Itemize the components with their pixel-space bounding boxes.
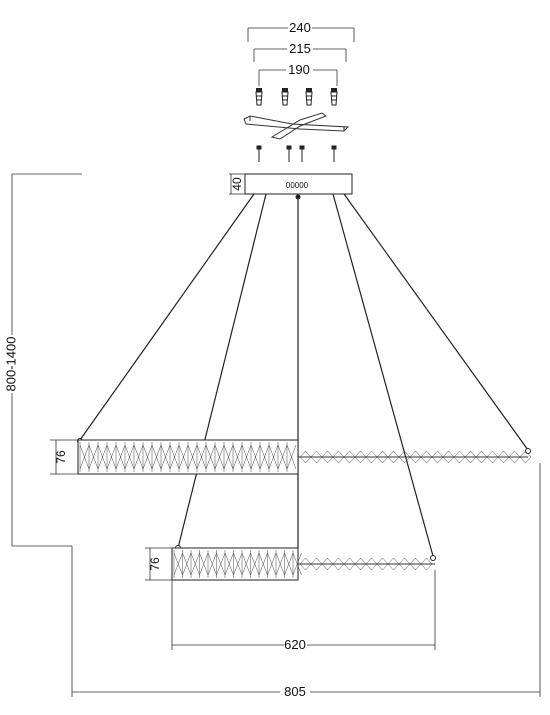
screw-icon [331,145,337,162]
crystal-facet [124,442,135,472]
wall-anchor-icon [305,88,313,106]
edge-crystal [519,450,532,464]
crystal-facet [241,550,251,578]
crystal-facet [286,442,297,472]
crystal-facet [182,550,192,578]
crystal-facet [207,550,217,578]
dimension-190: 190 [258,62,338,86]
upper-ring-crystals [79,442,297,472]
crystal-facet [205,442,216,472]
crystal-facet [178,442,189,472]
crystal-facet [190,550,200,578]
crystal-facet [259,442,270,472]
lower-ring-crystals [173,550,302,578]
wall-anchors [255,88,338,106]
screw-icon [299,145,305,162]
screw-icon [286,145,292,162]
crystal-facet [241,442,252,472]
screws [256,145,337,162]
upper-ring: 76 [50,439,532,475]
dimension-215-label: 215 [289,41,311,56]
crystal-facet [223,442,234,472]
crystal-facet [277,442,288,472]
crystal-facet [250,442,261,472]
crystal-facet [233,550,243,578]
crystal-facet [275,550,285,578]
lower-ring-height-label: 76 [148,557,162,571]
crystal-facet [142,442,153,472]
wall-anchor-icon [281,88,289,106]
crystal-facet [284,550,294,578]
dimension-190-label: 190 [288,62,310,77]
crystal-facet [224,550,234,578]
crystal-facet [173,550,183,578]
crystal-facet [250,550,260,578]
crystal-facet [196,442,207,472]
wall-anchor-icon [330,88,338,106]
wall-anchor-icon [255,88,263,106]
crystal-facet [160,442,171,472]
crystal-facet [232,442,243,472]
crystal-facet [79,442,90,472]
crystal-facet [268,442,279,472]
crystal-facet [214,442,225,472]
dimension-805-label: 805 [284,684,306,699]
crystal-facet [216,550,226,578]
crystal-facet [199,550,209,578]
upper-ring-height-label: 76 [54,450,68,464]
dimension-overall-height: 800-1400 [3,173,82,547]
crystal-facet [151,442,162,472]
canopy-height-label: 40 [230,177,244,191]
crystal-facet [106,442,117,472]
dimension-240-label: 240 [289,20,311,35]
lower-ring: 76 [145,547,435,581]
crystal-facet [258,550,268,578]
crystal-facet [97,442,108,472]
crystal-facet [292,550,302,578]
mounting-bracket-icon [243,112,350,140]
crystal-facet [133,442,144,472]
dimension-height-label: 800-1400 [3,337,18,392]
screw-icon [256,145,262,162]
crystal-facet [267,550,277,578]
dimension-215: 215 [253,41,347,62]
dimension-upper-width: 805 [71,463,541,699]
crystal-facet [187,442,198,472]
crystal-facet [88,442,99,472]
crystal-facet [115,442,126,472]
canopy: 00000 40 [229,173,353,195]
dimension-240: 240 [247,20,355,42]
suspension-cables [77,193,531,561]
crystal-facet [169,442,180,472]
dimension-620-label: 620 [284,637,306,652]
canopy-marking: 00000 [286,181,309,190]
dimension-lower-width: 620 [171,570,436,652]
